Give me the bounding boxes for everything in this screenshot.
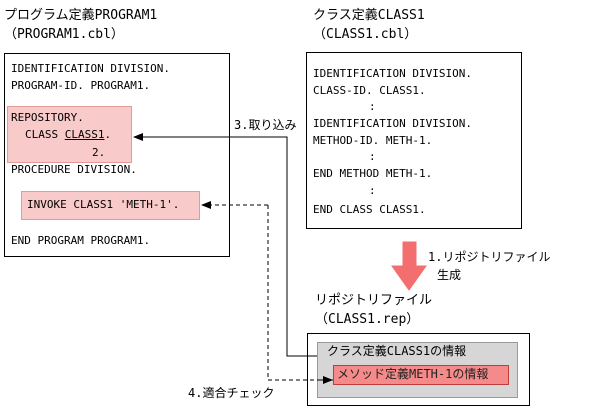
class-line-method-identification: IDENTIFICATION DIVISION.: [313, 117, 472, 130]
program-filename: （PROGRAM1.cbl）: [4, 27, 124, 42]
class-source-box: [306, 52, 522, 229]
class-clause-period: .: [104, 128, 112, 141]
program-line-program-id: PROGRAM-ID. PROGRAM1.: [11, 79, 151, 92]
class-line-method-id: METHOD-ID. METH-1.: [313, 134, 433, 147]
generate-down-arrow: [391, 241, 427, 291]
program-line-identification: IDENTIFICATION DIVISION.: [11, 62, 170, 75]
check-dashed-line: [267, 205, 333, 381]
step-1-generate-label-line1: 1.リポジトリファイル: [428, 250, 551, 264]
program-title: プログラム定義PROGRAM1: [4, 8, 158, 23]
class-line-identification: IDENTIFICATION DIVISION.: [313, 67, 472, 80]
repository-filename: （CLASS1.rep）: [315, 312, 420, 327]
program-line-end-program: END PROGRAM PROGRAM1.: [11, 234, 151, 247]
class-line-end-class: END CLASS CLASS1.: [313, 203, 426, 216]
class-line-ellipsis-3: :: [369, 184, 376, 197]
program-line-repository: REPOSITORY.: [11, 111, 84, 124]
step-1-generate-label-line2: 生成: [437, 268, 462, 282]
repository-title: リポジトリファイル: [315, 293, 433, 308]
program-line-invoke: INVOKE CLASS1 'METH-1'.: [27, 198, 180, 211]
class-title: クラス定義CLASS1: [313, 8, 425, 23]
invoke-statement-highlight: [21, 191, 200, 220]
step-4-check-label: 4.適合チェック: [188, 386, 275, 400]
program-line-procedure: PROCEDURE DIVISION.: [11, 163, 137, 176]
method-info-label: メソッド定義METH-1の情報: [337, 367, 489, 381]
method-info-cell: [333, 365, 509, 385]
program-line-class-clause: CLASS CLASS1.: [25, 128, 111, 141]
class-line-ellipsis-1: :: [369, 100, 376, 113]
class-name-underlined: CLASS1: [64, 128, 105, 141]
class-line-ellipsis-2: :: [369, 150, 376, 163]
program-line-number-2: 2.: [92, 146, 106, 159]
import-arrow: [133, 133, 317, 357]
class-info-label: クラス定義CLASS1の情報: [327, 344, 467, 358]
class-line-class-id: CLASS-ID. CLASS1.: [313, 84, 426, 97]
class-line-end-method: END METHOD METH-1.: [313, 167, 433, 180]
step-3-import-label: 3.取り込み: [234, 118, 297, 132]
class-keyword: CLASS: [25, 128, 65, 141]
class-filename: （CLASS1.cbl）: [313, 27, 418, 42]
repository-paragraph-highlight: [7, 106, 132, 163]
